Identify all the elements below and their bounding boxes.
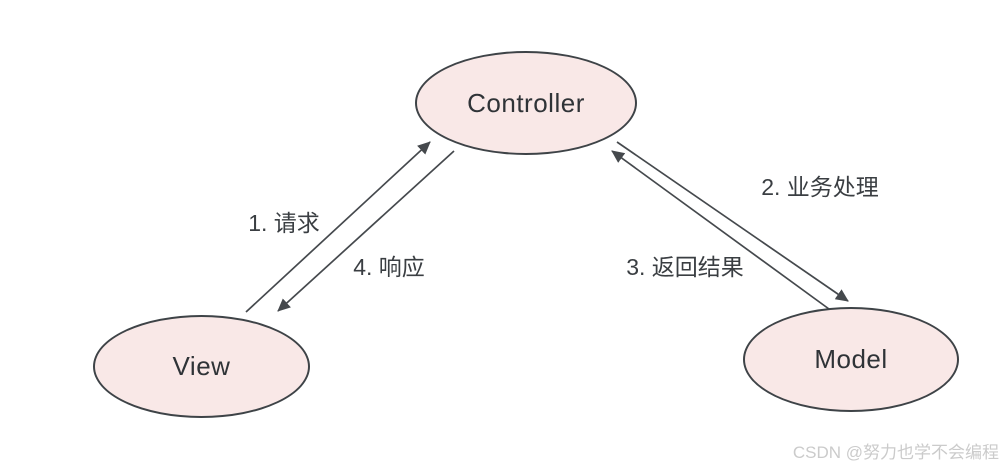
node-controller: Controller: [415, 51, 637, 155]
arrow-controller-to-view: [277, 150, 455, 312]
edge-label-return-result: 3. 返回结果: [626, 254, 744, 280]
arrow-controller-to-model: [616, 141, 849, 302]
edge-label-business-processing: 2. 业务处理: [761, 174, 879, 200]
node-view-label: View: [172, 351, 231, 381]
edge-label-request: 1. 请求: [248, 210, 320, 236]
watermark: CSDN @努力也学不会编程: [792, 443, 999, 462]
edge-label-response: 4. 响应: [353, 254, 425, 280]
arrow-model-to-controller: [611, 150, 830, 310]
node-model: Model: [743, 307, 959, 412]
node-controller-label: Controller: [467, 87, 585, 118]
node-view: View: [93, 315, 310, 418]
arrow-view-to-controller: [245, 141, 431, 313]
node-model-label: Model: [814, 344, 888, 374]
